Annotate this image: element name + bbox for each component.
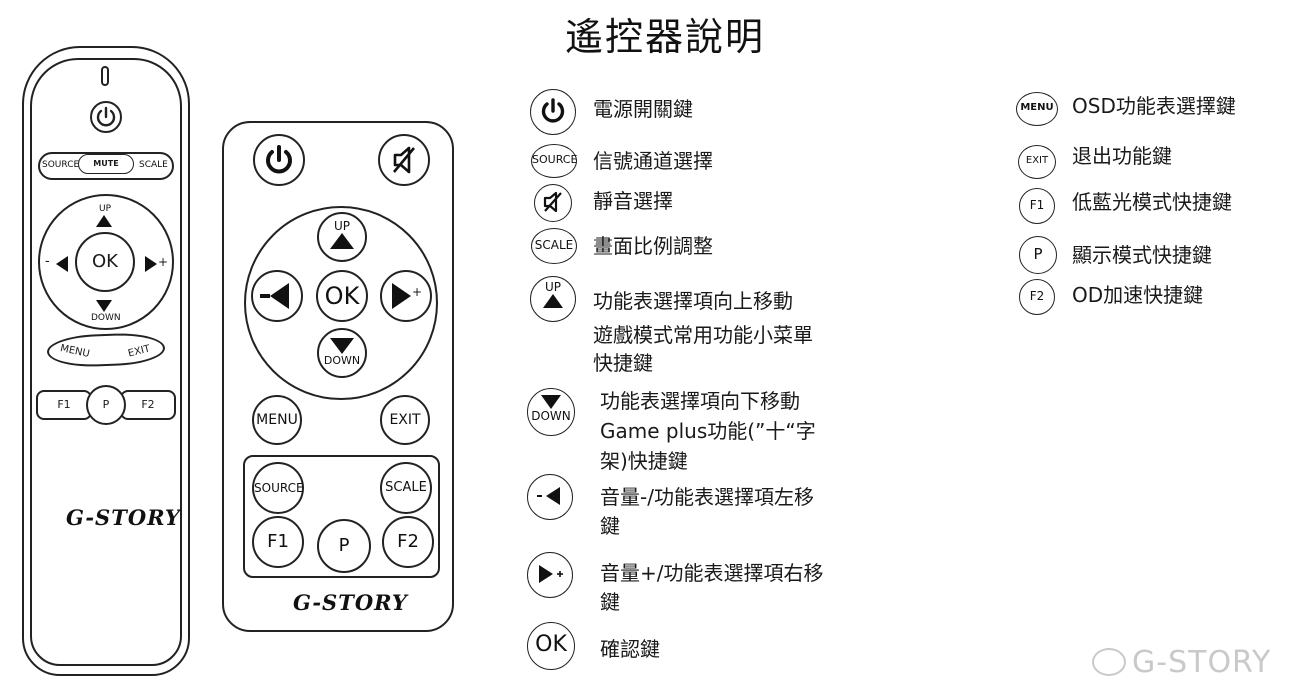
legend-scale-text: 畫面比例調整: [593, 234, 713, 258]
remote-a-left-arrow-icon[interactable]: [56, 256, 68, 272]
legend-menu-text: OSD功能表選擇鍵: [1072, 94, 1236, 118]
remote-b-dpad: [244, 206, 438, 400]
volume-minus-icon: [260, 283, 289, 309]
legend-p-text: 顯示模式快捷鍵: [1072, 243, 1212, 267]
remote-b-power-button[interactable]: [253, 134, 305, 186]
remote-a-dpad: [38, 194, 174, 330]
remote-b-body: [222, 121, 454, 632]
remote-a-face: [30, 58, 182, 666]
remote-b-right-button[interactable]: [380, 270, 432, 322]
volume-minus-icon: [537, 487, 560, 505]
remote-b-down-button[interactable]: DOWN: [317, 328, 367, 378]
legend-f1-icon: F1: [1019, 188, 1055, 224]
remote-a-up-label: UP: [99, 204, 112, 214]
legend-down-icon: DOWN: [527, 388, 575, 436]
legend-f1-text: 低藍光模式快捷鍵: [1072, 190, 1232, 214]
remote-b-p-button[interactable]: P: [317, 519, 371, 573]
legend-volume-plus-text-1: 音量+/功能表選擇項右移: [600, 561, 824, 585]
remote-a-up-arrow-icon[interactable]: [96, 215, 112, 227]
remote-b-plus-label: +: [412, 285, 423, 299]
legend-down-label: DOWN: [531, 409, 571, 423]
legend-source-text: 信號通道選擇: [593, 149, 713, 173]
remote-a-source-label[interactable]: SOURCE: [42, 160, 80, 170]
down-arrow-icon: [541, 395, 561, 409]
legend-exit-text: 退出功能鍵: [1072, 144, 1172, 168]
legend-f2-text: OD加速快捷鍵: [1072, 283, 1204, 307]
remote-a-mute-button[interactable]: MUTE: [78, 154, 134, 174]
page-title: 遙控器說明: [564, 15, 765, 59]
remote-a-ok-button[interactable]: OK: [75, 232, 135, 292]
remote-b-function-panel: [243, 455, 440, 578]
mute-icon: [543, 191, 562, 213]
remote-a-source-scale-strip: [38, 152, 174, 180]
remote-b-up-label: UP: [333, 219, 351, 233]
remote-b-mute-button[interactable]: [378, 134, 430, 186]
legend-volume-minus-text-1: 音量-/功能表選擇項左移: [600, 485, 814, 509]
legend-up-text-3: 快捷鍵: [593, 351, 653, 375]
legend-up-icon: UP: [530, 276, 576, 322]
up-arrow-icon: [543, 294, 563, 308]
remote-a-p-button[interactable]: P: [86, 385, 126, 425]
legend-volume-minus-icon: [527, 474, 573, 520]
remote-a-down-arrow-icon[interactable]: [96, 300, 112, 312]
remote-a-brand-logo: G-STORY: [66, 505, 181, 530]
remote-b-brand-logo: G-STORY: [293, 590, 408, 615]
legend-power-text: 電源開關鍵: [593, 97, 693, 121]
legend-up-label: UP: [544, 280, 562, 294]
remote-b-up-button[interactable]: UP: [317, 212, 367, 262]
remote-a-right-arrow-icon[interactable]: [145, 256, 157, 272]
ir-led-icon: [101, 66, 109, 86]
weibo-watermark-icon: [1092, 648, 1126, 676]
remote-b-f1-button[interactable]: F1: [252, 516, 304, 568]
legend-f2-icon: F2: [1019, 279, 1055, 315]
legend-down-text-3: 架)快捷鍵: [600, 449, 688, 473]
remote-b-ok-button[interactable]: OK: [316, 270, 368, 322]
remote-a-minus-label: -: [45, 254, 50, 269]
watermark-text: G-STORY: [1132, 645, 1272, 680]
remote-b-f2-button[interactable]: F2: [382, 516, 434, 568]
legend-ok-icon: OK: [527, 622, 575, 670]
legend-menu-icon: MENU: [1016, 92, 1058, 126]
power-icon: [541, 98, 565, 123]
remote-b-source-button[interactable]: SOURCE: [252, 462, 304, 514]
remote-a-plus-label: +: [158, 255, 169, 269]
remote-a-f2-button[interactable]: F2: [120, 390, 176, 420]
remote-b-down-label: DOWN: [323, 354, 361, 367]
legend-mute-text: 靜音選擇: [593, 189, 673, 213]
legend-p-icon: P: [1019, 236, 1057, 274]
remote-a-down-label: DOWN: [91, 313, 121, 323]
legend-scale-icon: SCALE: [531, 228, 577, 264]
remote-b-left-button[interactable]: [251, 270, 303, 322]
volume-plus-icon: [392, 283, 411, 309]
legend-power-icon: [530, 89, 576, 135]
legend-volume-plus-icon: [527, 552, 573, 598]
legend-volume-plus-text-2: 鍵: [600, 590, 620, 614]
power-icon: [266, 145, 292, 174]
up-arrow-icon: [330, 233, 354, 249]
legend-exit-icon: EXIT: [1018, 145, 1056, 179]
legend-down-text-2: Game plus功能(”十“字: [600, 419, 816, 443]
legend-volume-minus-text-2: 鍵: [600, 514, 620, 538]
volume-plus-icon: [539, 565, 563, 583]
remote-a-scale-label[interactable]: SCALE: [139, 160, 168, 170]
remote-b-exit-button[interactable]: EXIT: [380, 395, 430, 445]
remote-a-body: [22, 46, 190, 676]
legend-source-icon: SOURCE: [531, 144, 577, 178]
down-arrow-icon: [330, 338, 354, 354]
legend-ok-text: 確認鍵: [600, 637, 660, 661]
legend-mute-icon: [534, 184, 572, 222]
power-icon: [96, 106, 116, 127]
mute-icon: [393, 146, 415, 174]
remote-a-power-button[interactable]: [90, 101, 122, 133]
remote-b-menu-button[interactable]: MENU: [252, 395, 302, 445]
legend-up-text-1: 功能表選擇項向上移動: [593, 289, 793, 313]
remote-b-scale-button[interactable]: SCALE: [380, 462, 432, 514]
legend-down-text-1: 功能表選擇項向下移動: [600, 389, 800, 413]
remote-a-f1-button[interactable]: F1: [36, 390, 92, 420]
legend-up-text-2: 遊戲模式常用功能小菜單: [593, 323, 813, 347]
